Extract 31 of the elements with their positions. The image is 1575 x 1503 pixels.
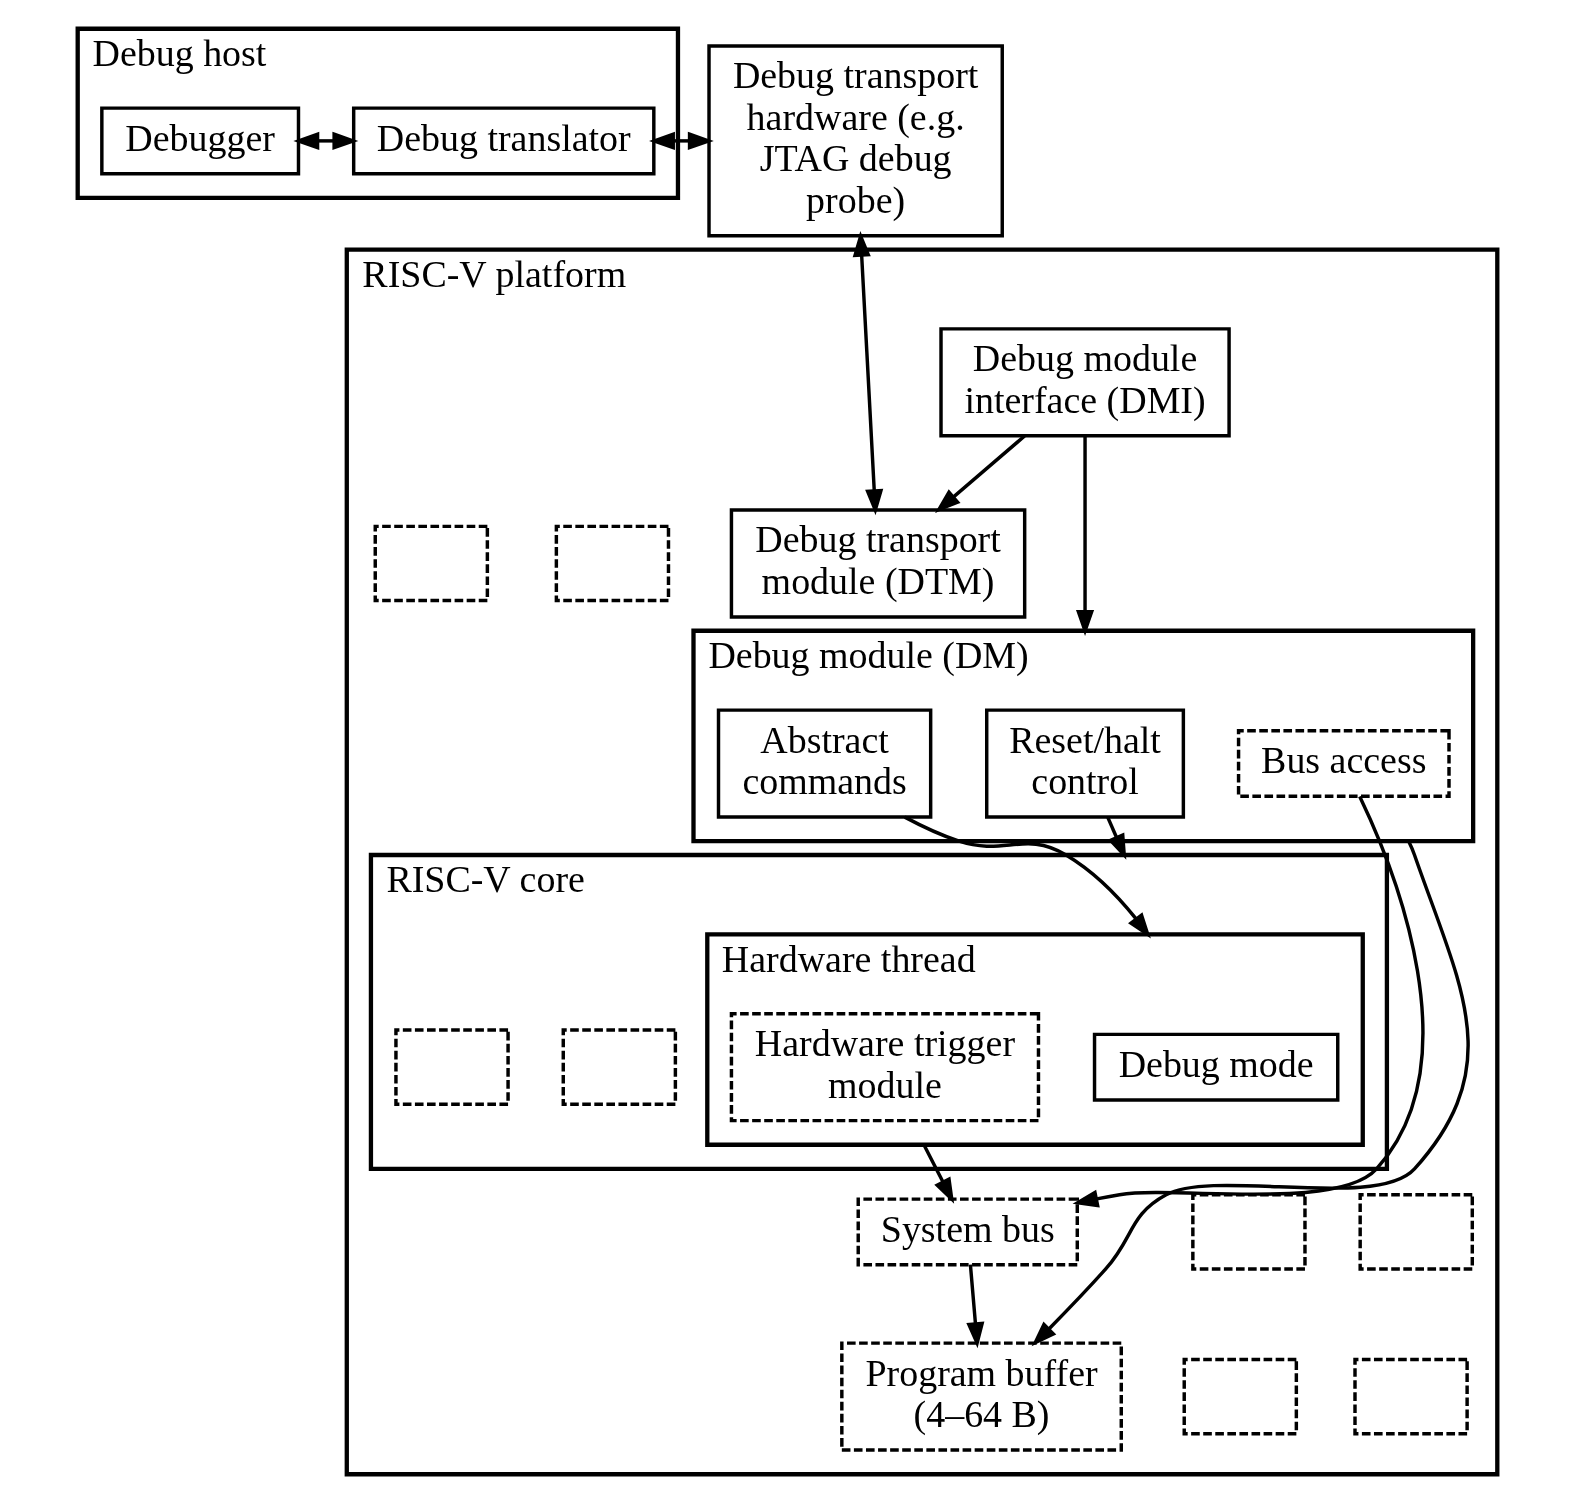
- node-box: Reset/halt control: [985, 708, 1186, 819]
- node-box: [373, 524, 490, 603]
- node-box: Program buffer (4–64 B): [840, 1341, 1123, 1452]
- node-box: Hardware trigger module: [729, 1011, 1041, 1123]
- arrow: [852, 230, 884, 516]
- arrow: [1072, 795, 1425, 1208]
- node-box: [1191, 1193, 1307, 1271]
- arrow: [904, 815, 1151, 939]
- node-box: [1182, 1357, 1299, 1436]
- node-box: System bus: [856, 1197, 1079, 1267]
- arrow: [966, 1264, 985, 1349]
- node-box: [1353, 1357, 1469, 1436]
- node-box: Debugger: [100, 106, 301, 176]
- node-box: [1358, 1193, 1474, 1271]
- arrow: [1031, 840, 1470, 1347]
- node-box: Debug transport module (DTM): [729, 508, 1027, 619]
- node-box: [561, 1028, 678, 1106]
- arrow: [1106, 816, 1127, 860]
- node-box: Bus access: [1236, 729, 1451, 799]
- node-box: Abstract commands: [716, 708, 933, 819]
- arrow: [293, 131, 359, 150]
- arrow: [934, 434, 1026, 513]
- node-box: [554, 524, 671, 603]
- node-box: Debug mode: [1092, 1032, 1340, 1102]
- node-box: [394, 1028, 510, 1106]
- arrow: [649, 131, 714, 150]
- node-box: Debug transport hardware (e.g. JTAG debug probe): [707, 44, 1004, 238]
- node-box: Debug module interface (DMI): [939, 327, 1231, 438]
- arrow: [1075, 436, 1095, 636]
- node-box: Debug translator: [351, 106, 656, 176]
- arrow: [922, 1144, 955, 1204]
